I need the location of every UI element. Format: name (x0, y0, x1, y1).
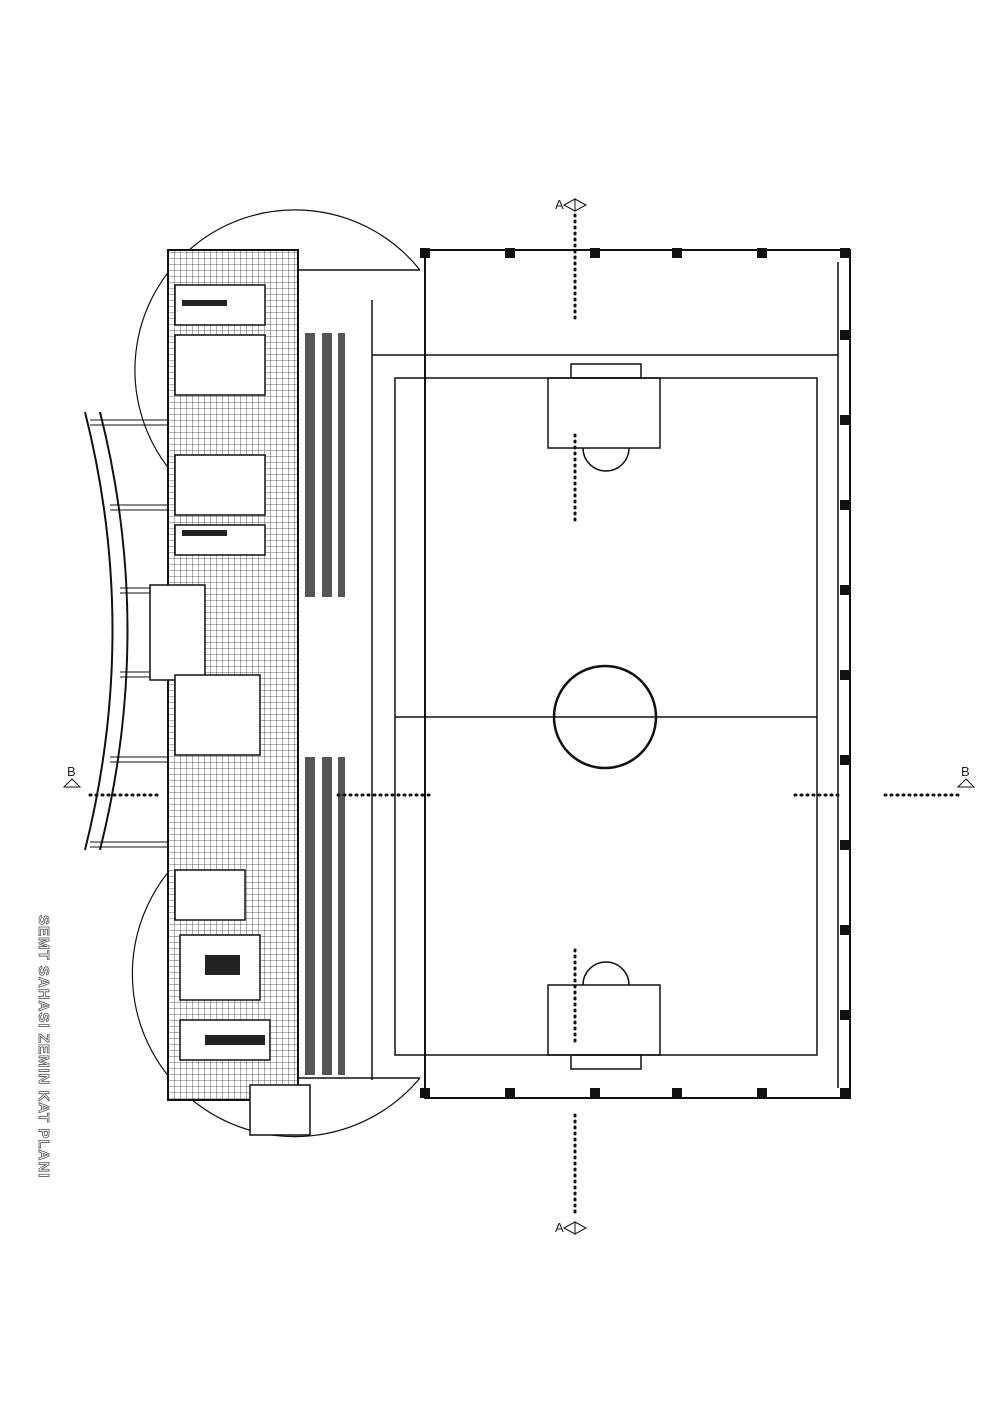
section-marker-b-left: B (67, 764, 76, 779)
section-marker-a-bottom: A (555, 1220, 564, 1235)
section-lines (88, 213, 962, 1217)
canopy-beams (90, 419, 170, 848)
section-marker-b-right: B (961, 764, 970, 779)
bleachers (305, 333, 345, 1075)
columns (420, 248, 850, 1098)
section-marker-a-top: A (555, 197, 564, 212)
arc-top (134, 209, 421, 471)
pitch (394, 363, 818, 1070)
corridor-wall (298, 269, 838, 1080)
canopy (84, 411, 129, 851)
section-arrows (62, 198, 976, 1235)
service-building (149, 249, 311, 1136)
drawing-title: SEMT SAHASI ZEMIN KAT PLANI (35, 915, 53, 1179)
